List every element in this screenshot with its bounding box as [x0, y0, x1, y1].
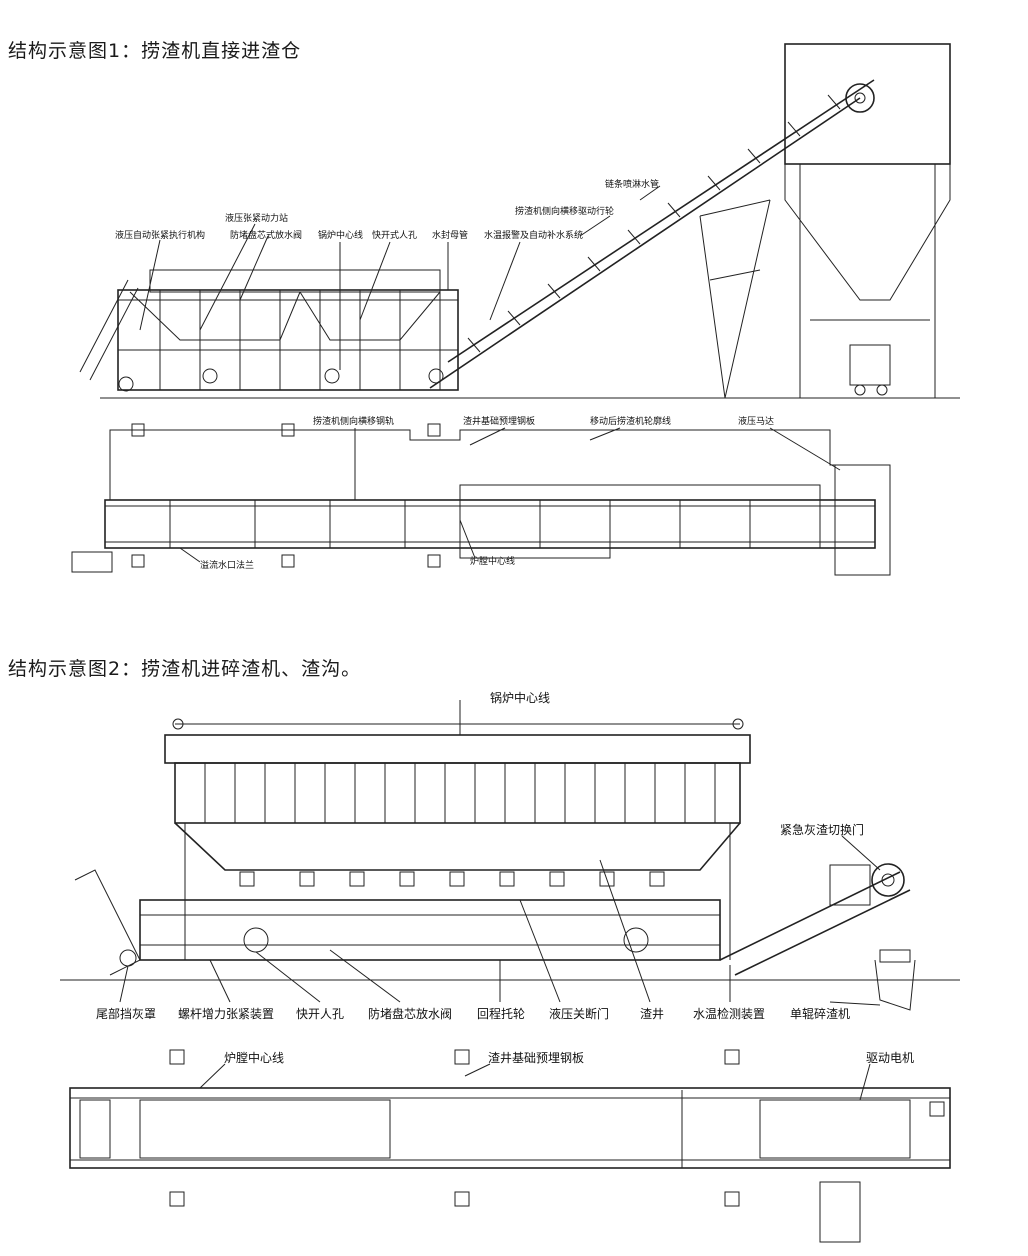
label-pit-plate-2: 渣井基础预埋钢板: [488, 1051, 584, 1065]
d1-elevation: 链条喷淋水管 捞渣机侧向横移驱动行轮 液压张紧动力站 液压自动张紧执行机构 防堵…: [79, 43, 960, 399]
label-furnace-centerline: 炉膛中心线: [470, 555, 515, 567]
label-return-roller: 回程托轮: [477, 1006, 525, 1021]
label-slag-pit: 渣井: [640, 1007, 664, 1021]
label-hydraulic-station: 液压张紧动力站: [225, 212, 288, 224]
label-emergency-door: 紧急灰渣切换门: [780, 822, 864, 837]
label-hydraulic-gate: 液压关断门: [549, 1006, 609, 1021]
label-tail-cover: 尾部挡灰罩: [96, 1006, 156, 1021]
diagram2-title: 结构示意图2：捞渣机进碎渣机、渣沟。: [8, 658, 362, 680]
label-overflow-flange: 溢流水口法兰: [200, 559, 254, 571]
label-boiler-centerline-2: 锅炉中心线: [490, 690, 550, 705]
label-single-crusher: 单辊碎渣机: [790, 1006, 850, 1021]
label-lateral-drive-wheel: 捞渣机侧向横移驱动行轮: [515, 205, 614, 217]
label-auto-tensioner: 液压自动张紧执行机构: [115, 229, 205, 241]
label-quick-manhole: 快开式人孔: [372, 229, 417, 241]
label-drive-motor: 驱动电机: [866, 1051, 914, 1065]
label-temp-alarm: 水温报警及自动补水系统: [484, 229, 583, 241]
diagram1-title: 结构示意图1：捞渣机直接进渣仓: [8, 40, 302, 62]
label-water-seal: 水封母管: [432, 229, 468, 241]
label-furnace-centerline-2: 炉膛中心线: [224, 1050, 284, 1065]
d2-plan: 炉膛中心线 渣井基础预埋钢板 驱动电机: [69, 1049, 951, 1243]
label-hydraulic-motor: 液压马达: [738, 415, 774, 427]
label-moved-outline: 移动后捞渣机轮廓线: [590, 415, 671, 427]
label-quick-manhole-2: 快开人孔: [296, 1007, 344, 1021]
d2-elevation: 锅炉中心线 紧急灰渣切换门 尾部挡灰罩 螺杆增力张紧装置 快开人孔 防堵盘芯放水…: [60, 690, 960, 1021]
d1-plan: 捞渣机侧向横移钢轨 渣井基础预埋钢板 移动后捞渣机轮廓线 液压马达 溢流水口法兰…: [71, 415, 891, 576]
label-boiler-centerline: 锅炉中心线: [318, 229, 363, 241]
label-screw-tensioner: 螺杆增力张紧装置: [178, 1007, 274, 1021]
label-anti-block-valve-2: 防堵盘芯放水阀: [368, 1006, 452, 1021]
label-lateral-rail: 捞渣机侧向横移钢轨: [313, 415, 394, 427]
label-anti-block-valve: 防堵盘芯式放水阀: [230, 229, 302, 241]
label-temp-detector: 水温检测装置: [693, 1006, 765, 1021]
label-pit-plate: 渣井基础预埋钢板: [463, 415, 535, 427]
label-chain-spray-pipe: 链条喷淋水管: [605, 178, 659, 190]
